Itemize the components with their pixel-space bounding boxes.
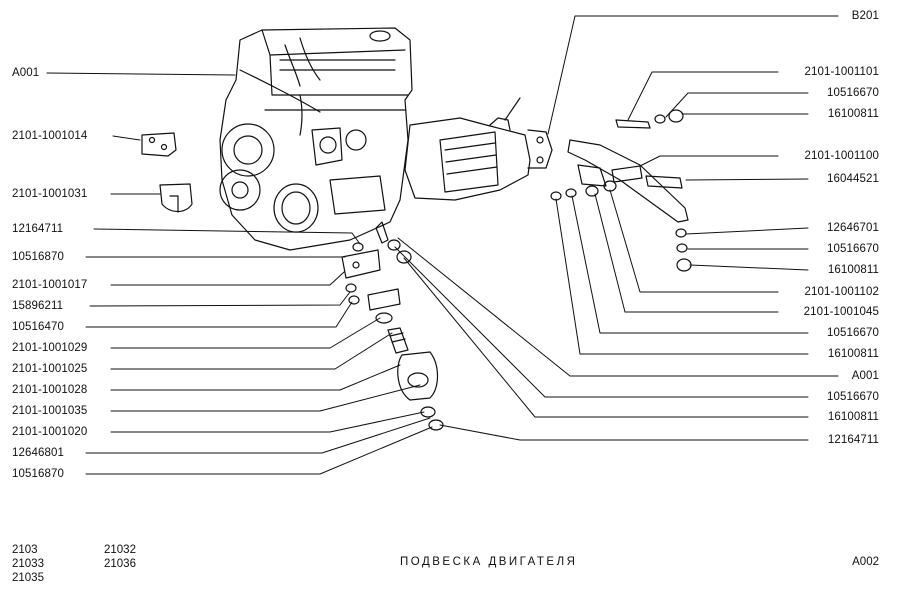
- label-right: 2101-1001045: [803, 306, 879, 318]
- model-code: 2103: [12, 544, 38, 556]
- label-left: 10516470: [12, 321, 64, 333]
- label-left: 2101-1001035: [12, 405, 88, 417]
- page-title: ПОДВЕСКА ДВИГАТЕЛЯ: [400, 556, 578, 568]
- engine-drawing: [219, 27, 413, 251]
- label-left: 2101-1001028: [12, 384, 88, 396]
- model-code: 21036: [104, 558, 136, 570]
- label-left: A001: [12, 67, 40, 79]
- label-left: 2101-1001029: [12, 342, 88, 354]
- label-right: 16100811: [827, 348, 879, 360]
- label-right: 2101-1001101: [804, 66, 879, 78]
- model-code: 21035: [12, 572, 44, 584]
- label-right: 10516670: [827, 87, 879, 99]
- label-left: 12164711: [12, 223, 64, 235]
- label-left: 2101-1001014: [12, 130, 88, 142]
- label-right: 12646701: [827, 222, 879, 234]
- label-right: 10516670: [827, 243, 879, 255]
- label-left: 2101-1001031: [12, 188, 88, 200]
- label-right: 16100811: [827, 264, 879, 276]
- page-code: A002: [852, 556, 879, 568]
- label-right: 16100811: [827, 411, 879, 423]
- cushion-1001031-drawing: [159, 183, 193, 213]
- leader-lines: [46, 15, 839, 475]
- bracket-1001014-drawing: [141, 132, 177, 157]
- model-code: 21032: [104, 544, 136, 556]
- center-mount-drawing: [341, 221, 444, 431]
- label-right: A001: [851, 370, 879, 382]
- label-right: 10516670: [827, 327, 879, 339]
- label-right: 2101-1001102: [804, 286, 879, 298]
- label-left: 10516870: [12, 251, 64, 263]
- model-code: 21033: [12, 558, 44, 570]
- label-right: 12164711: [827, 434, 879, 446]
- label-left: 10516870: [12, 468, 64, 480]
- label-left: 2101-1001017: [12, 279, 88, 291]
- label-right: 2101-1001100: [804, 150, 879, 162]
- label-right: 16100811: [827, 108, 879, 120]
- label-left: 15896211: [12, 300, 64, 312]
- label-right: B201: [851, 10, 879, 22]
- rear-mount-drawing: [550, 109, 692, 272]
- label-left: 2101-1001020: [12, 426, 88, 438]
- gearbox-drawing: [404, 97, 553, 201]
- label-left: 12646801: [12, 447, 64, 459]
- label-right: 10516670: [827, 391, 879, 403]
- label-left: 2101-1001025: [12, 363, 88, 375]
- label-right: 16044521: [827, 173, 879, 185]
